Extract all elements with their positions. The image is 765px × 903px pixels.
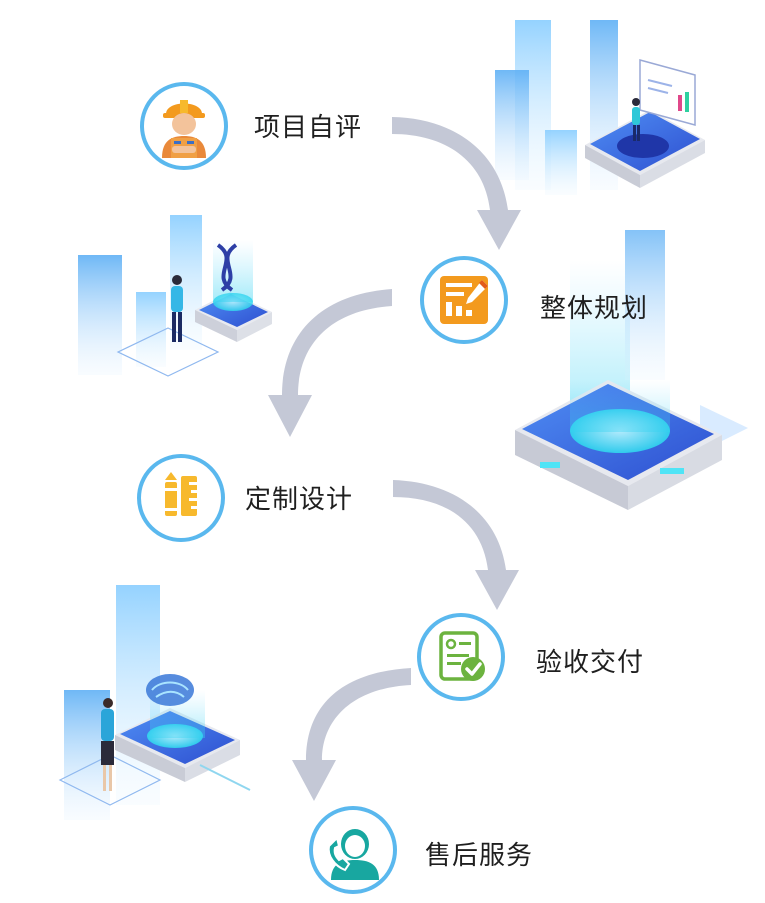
scene-top-right [495, 20, 705, 195]
scene-left-middle [78, 215, 272, 377]
step-3-circle [137, 454, 225, 542]
step-2-circle [420, 256, 508, 344]
scene-right-platform [515, 230, 748, 510]
step-5-label: 售后服务 [425, 841, 534, 871]
step-3-label: 定制设计 [245, 485, 354, 515]
step-5-circle [309, 806, 397, 894]
worker-icon [162, 100, 206, 158]
step-1-circle [140, 82, 228, 170]
step-4-label: 验收交付 [536, 648, 645, 678]
checklist-approved-icon [439, 631, 485, 681]
arrow-step4-to-step5 [292, 668, 411, 801]
design-tools-icon [165, 472, 197, 516]
customer-service-icon [327, 829, 379, 880]
scene-bottom-left [58, 585, 251, 820]
step-4-circle [417, 613, 505, 701]
step-2-label: 整体规划 [540, 294, 649, 324]
arrow-step3-to-step4 [393, 480, 519, 610]
planning-chart-icon [440, 276, 488, 324]
arrow-step1-to-step2 [392, 117, 521, 250]
arrow-step2-to-step3 [268, 289, 392, 437]
step-1-label: 项目自评 [254, 113, 363, 143]
